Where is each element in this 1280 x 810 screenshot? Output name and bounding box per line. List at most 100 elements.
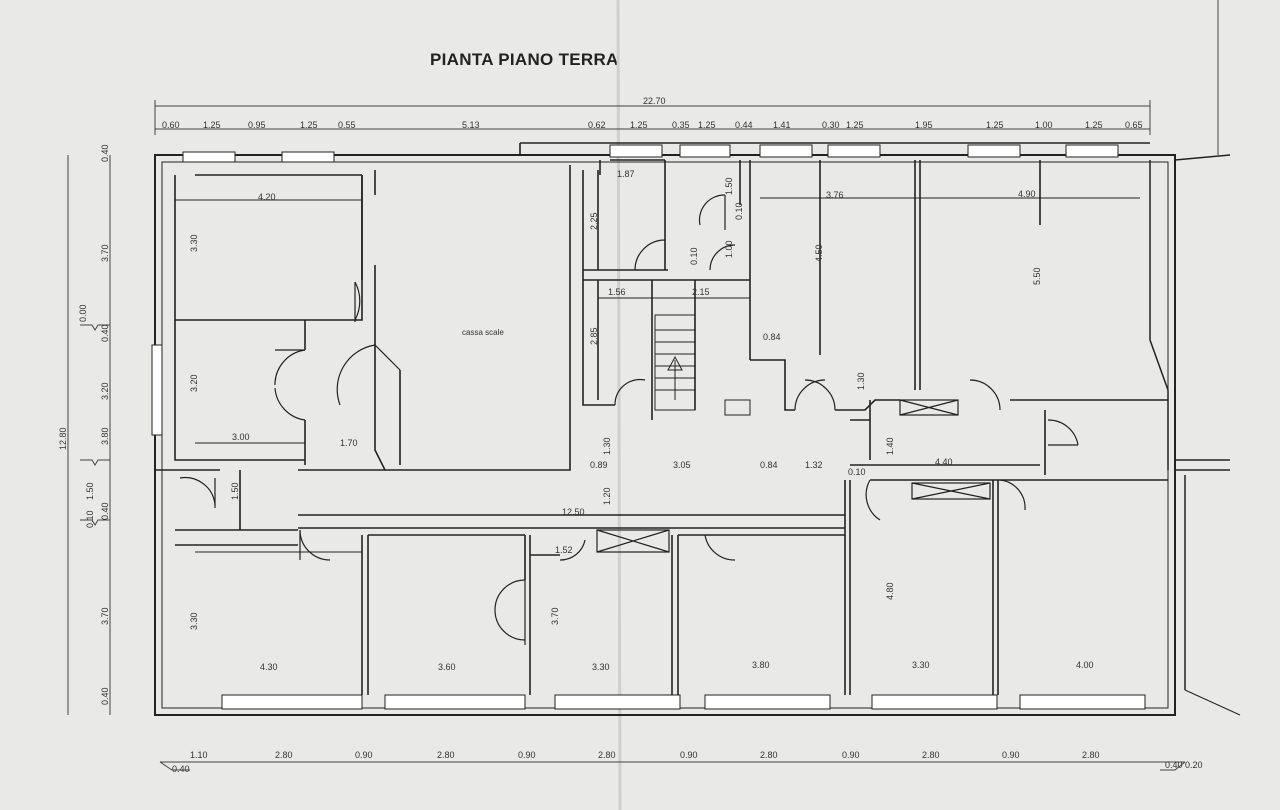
top-dim-label: 1.25 (846, 120, 864, 130)
room-dim-label: 2.85 (589, 327, 599, 345)
room-dim-label: 12.50 (562, 507, 585, 517)
bottom-dim-label: 2.80 (275, 750, 293, 760)
bottom-dim-label: 2.80 (922, 750, 940, 760)
shafts (596, 399, 991, 553)
room-dim-label: 1.50 (230, 482, 240, 500)
top-dim-label: 0.35 (672, 120, 690, 130)
top-dim-label: 1.00 (1035, 120, 1053, 130)
room-dim-label: 0.10 (689, 247, 699, 265)
windows-top (182, 144, 1119, 163)
top-dim-label: 0.60 (162, 120, 180, 130)
room-dim-label: 1.50 (724, 177, 734, 195)
room-dim-label: 1.30 (602, 437, 612, 455)
room-dim-label: 0.84 (763, 332, 781, 342)
top-dimension-labels: 0.60 1.25 0.95 1.25 0.55 5.13 0.62 1.25 0.35 1.25… (162, 120, 1143, 130)
room-dim-label: 4.00 (1076, 660, 1094, 670)
paper-fold (616, 0, 622, 810)
bottom-dim-label: 2.80 (760, 750, 778, 760)
left-dim-label: 1.50 (85, 482, 95, 500)
left-dimension-lines (67, 155, 111, 715)
left-dim-label: 0.40 (100, 502, 110, 520)
bottom-end-left: 0.40 (172, 764, 190, 774)
top-dim-label: 1.25 (698, 120, 716, 130)
left-dim-label: 3.70 (100, 607, 110, 625)
left-dim-label: 3.20 (100, 382, 110, 400)
plan-title: PIANTA PIANO TERRA (430, 50, 619, 69)
top-dimension-lines (154, 100, 1151, 135)
room-dim-label: 0.10 (734, 202, 744, 220)
room-dim-label: 5.50 (1032, 267, 1042, 285)
left-dim-label: 3.70 (100, 244, 110, 262)
room-dim-label: 1.52 (555, 545, 573, 555)
room-dim-label: 3.76 (826, 190, 844, 200)
top-dim-label: 0.62 (588, 120, 606, 130)
left-total-label: 12.80 (58, 427, 68, 450)
room-dim-label: 0.84 (760, 460, 778, 470)
room-dim-label: 3.30 (912, 660, 930, 670)
room-dimension-labels: 4.20 3.30 3.20 3.00 1.70 1.50 1.87 2.25 1.56 2.15… (189, 169, 1094, 672)
top-dim-label: 0.30 (822, 120, 840, 130)
bottom-dim-label: 2.80 (598, 750, 616, 760)
room-dim-label: 3.30 (189, 612, 199, 630)
top-dim-label: 0.95 (248, 120, 266, 130)
left-dim-label: 0.00 (78, 304, 88, 322)
exterior-walls (154, 142, 1241, 716)
top-dim-label: 0.55 (338, 120, 356, 130)
bottom-dimension-lines (159, 761, 1186, 771)
room-dim-label: 3.30 (189, 234, 199, 252)
top-dim-label: 5.13 (462, 120, 480, 130)
room-dim-label: 2.15 (692, 287, 710, 297)
door-swings (179, 194, 1079, 645)
room-dim-label: 1.87 (617, 169, 635, 179)
room-dim-label: 3.00 (232, 432, 250, 442)
room-dim-label: 3.20 (189, 374, 199, 392)
bottom-dim-label: 0.90 (355, 750, 373, 760)
left-dim-label: 0.40 (100, 324, 110, 342)
top-dim-label: 0.44 (735, 120, 753, 130)
room-dim-label: 1.00 (724, 240, 734, 258)
left-dim-label: 0.40 (100, 144, 110, 162)
interior-walls (155, 143, 1168, 695)
room-dim-label: 4.40 (935, 457, 953, 467)
room-dim-label: 4.30 (260, 662, 278, 672)
left-dim-label: 0.10 (85, 510, 95, 528)
room-dim-label: 0.10 (848, 467, 866, 477)
room-dim-label: 1.32 (805, 460, 823, 470)
window-left (151, 344, 163, 436)
bottom-dim-label: 0.90 (518, 750, 536, 760)
room-dim-label: 4.90 (1018, 189, 1036, 199)
room-dim-label: 0.89 (590, 460, 608, 470)
room-dim-label: 3.05 (673, 460, 691, 470)
room-dim-label: 4.50 (814, 244, 824, 262)
room-dim-label: 1.30 (856, 372, 866, 390)
room-dim-label: 3.70 (550, 607, 560, 625)
top-dim-label: 1.41 (773, 120, 791, 130)
top-dim-label: 1.25 (1085, 120, 1103, 130)
room-dim-label: 1.56 (608, 287, 626, 297)
bottom-dim-label: 0.90 (842, 750, 860, 760)
room-dim-label: 3.80 (752, 660, 770, 670)
room-dim-label: 2.25 (589, 212, 599, 230)
room-dim-label: 4.20 (258, 192, 276, 202)
room-dim-label: 1.70 (340, 438, 358, 448)
left-dim-label: 3.80 (100, 427, 110, 445)
top-dim-label: 1.25 (300, 120, 318, 130)
stair-well-label: cassa scale (462, 328, 504, 337)
bottom-dim-label: 2.80 (437, 750, 455, 760)
top-dim-label: 0.65 (1125, 120, 1143, 130)
overall-width-label: 22.70 (643, 96, 666, 106)
bottom-end-right: 0.40 (1165, 760, 1183, 770)
top-dim-label: 1.95 (915, 120, 933, 130)
bottom-end-right-2: 0.20 (1185, 760, 1203, 770)
left-dimension-labels: 0.40 3.70 0.00 0.40 3.20 3.80 1.50 0.40 0.10 3.70… (78, 144, 110, 705)
room-dim-label: 4.80 (885, 582, 895, 600)
room-dim-label: 3.60 (438, 662, 456, 672)
room-dim-label: 3.30 (592, 662, 610, 672)
left-dim-label: 0.40 (100, 687, 110, 705)
bottom-dim-label: 1.10 (190, 750, 208, 760)
bottom-dim-label: 2.80 (1082, 750, 1100, 760)
top-dim-label: 1.25 (630, 120, 648, 130)
top-dim-label: 1.25 (986, 120, 1004, 130)
